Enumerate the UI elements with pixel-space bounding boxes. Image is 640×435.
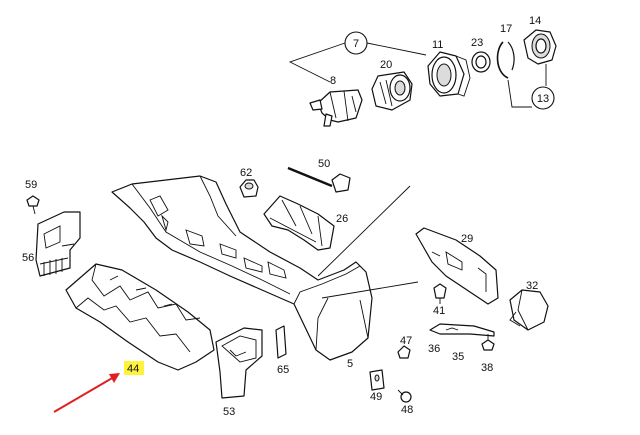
label-53: 53 [223, 406, 235, 418]
label-14: 14 [529, 15, 541, 27]
label-65: 65 [277, 364, 289, 376]
label-29: 29 [461, 233, 473, 245]
callout-circle-13: 13 [531, 86, 555, 110]
label-17: 17 [500, 23, 512, 35]
label-59: 59 [25, 179, 37, 191]
part-41-clip [433, 283, 447, 304]
part-38-screw [481, 334, 495, 351]
label-35: 35 [452, 351, 464, 363]
label-49: 49 [370, 391, 382, 403]
part-50-rod [287, 166, 351, 193]
part-49-nut [369, 369, 385, 391]
highlight-44 [124, 361, 144, 375]
part-48-bolt [397, 389, 412, 403]
part-47-screw [397, 345, 411, 359]
label-20: 20 [380, 59, 392, 71]
part-59-screw [26, 195, 40, 215]
part-56-bracket [35, 211, 81, 277]
callout-circle-7: 7 [344, 31, 368, 55]
label-7: 7 [353, 38, 359, 50]
part-5-bumper-cover [111, 175, 373, 361]
label-41: 41 [433, 305, 445, 317]
part-23-ring [471, 51, 491, 73]
red-arrow [53, 373, 120, 413]
label-26: 26 [336, 213, 348, 225]
leader-7 [288, 42, 427, 83]
leader-13 [507, 64, 547, 108]
label-23: 23 [471, 37, 483, 49]
label-8: 8 [330, 75, 336, 87]
label-32: 32 [526, 280, 538, 292]
part-29-side-panel [415, 227, 499, 305]
part-11-housing [427, 51, 471, 97]
label-48: 48 [401, 404, 413, 416]
label-13: 13 [537, 93, 549, 105]
label-50: 50 [318, 158, 330, 170]
label-11: 11 [432, 39, 443, 51]
label-44: 44 [127, 363, 139, 375]
part-14-cap [523, 29, 557, 65]
label-56: 56 [22, 252, 34, 264]
part-62-grommet [239, 179, 259, 198]
part-36-35-rail [429, 323, 495, 337]
part-32-end-cap [509, 289, 549, 331]
label-5: 5 [347, 358, 353, 370]
leaders-bumper [317, 185, 419, 299]
part-8-connector [309, 89, 363, 127]
part-53-cover [215, 327, 263, 399]
label-38: 38 [481, 362, 493, 374]
part-26-bracket [263, 195, 335, 251]
part-44-absorber [65, 263, 215, 371]
label-62: 62 [240, 167, 252, 179]
label-47: 47 [400, 335, 412, 347]
part-17-clip [496, 41, 515, 79]
part-65-plate [275, 325, 287, 359]
part-20-sensor-body [371, 71, 413, 111]
label-36: 36 [428, 343, 440, 355]
